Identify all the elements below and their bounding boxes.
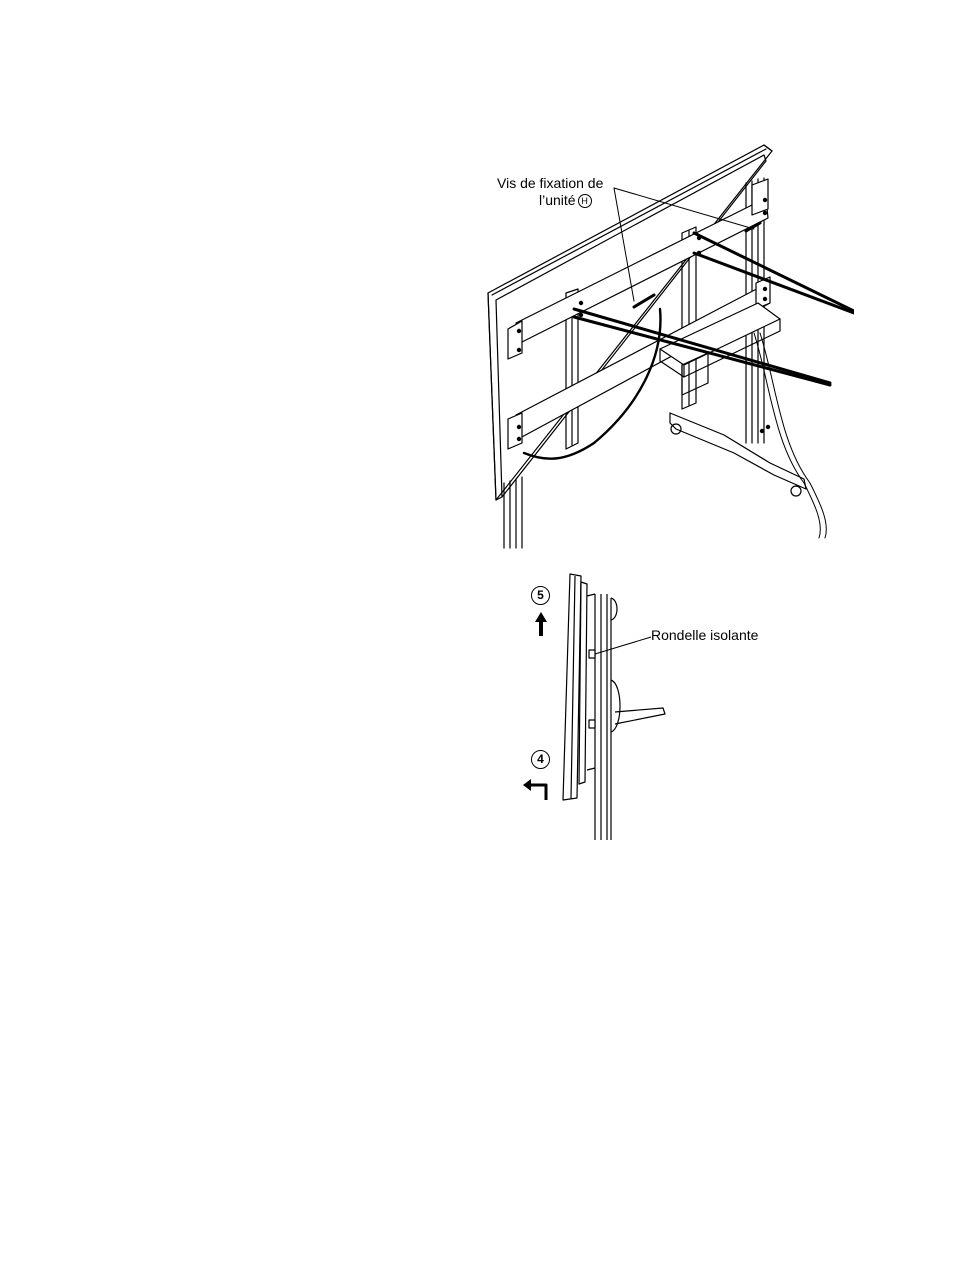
side-view-figure xyxy=(515,572,775,842)
insulating-washer-label: Rondelle isolante xyxy=(651,627,758,644)
insulating-washers xyxy=(589,650,595,728)
side-panel xyxy=(563,574,587,800)
step-5-marker: 5 xyxy=(531,586,550,605)
step-4-marker: 4 xyxy=(531,750,550,769)
side-shelf-arm xyxy=(615,708,665,724)
part-h-symbol: H xyxy=(578,194,592,208)
arrow-up-icon xyxy=(535,612,547,636)
side-stand-post xyxy=(587,594,620,840)
screws-callout-line1: Vis de fixation de xyxy=(497,175,603,192)
arrow-turn-left-icon xyxy=(523,779,546,800)
washer-leader-line xyxy=(595,637,651,654)
rear-perspective-figure xyxy=(474,143,854,550)
stand-base xyxy=(670,413,806,496)
